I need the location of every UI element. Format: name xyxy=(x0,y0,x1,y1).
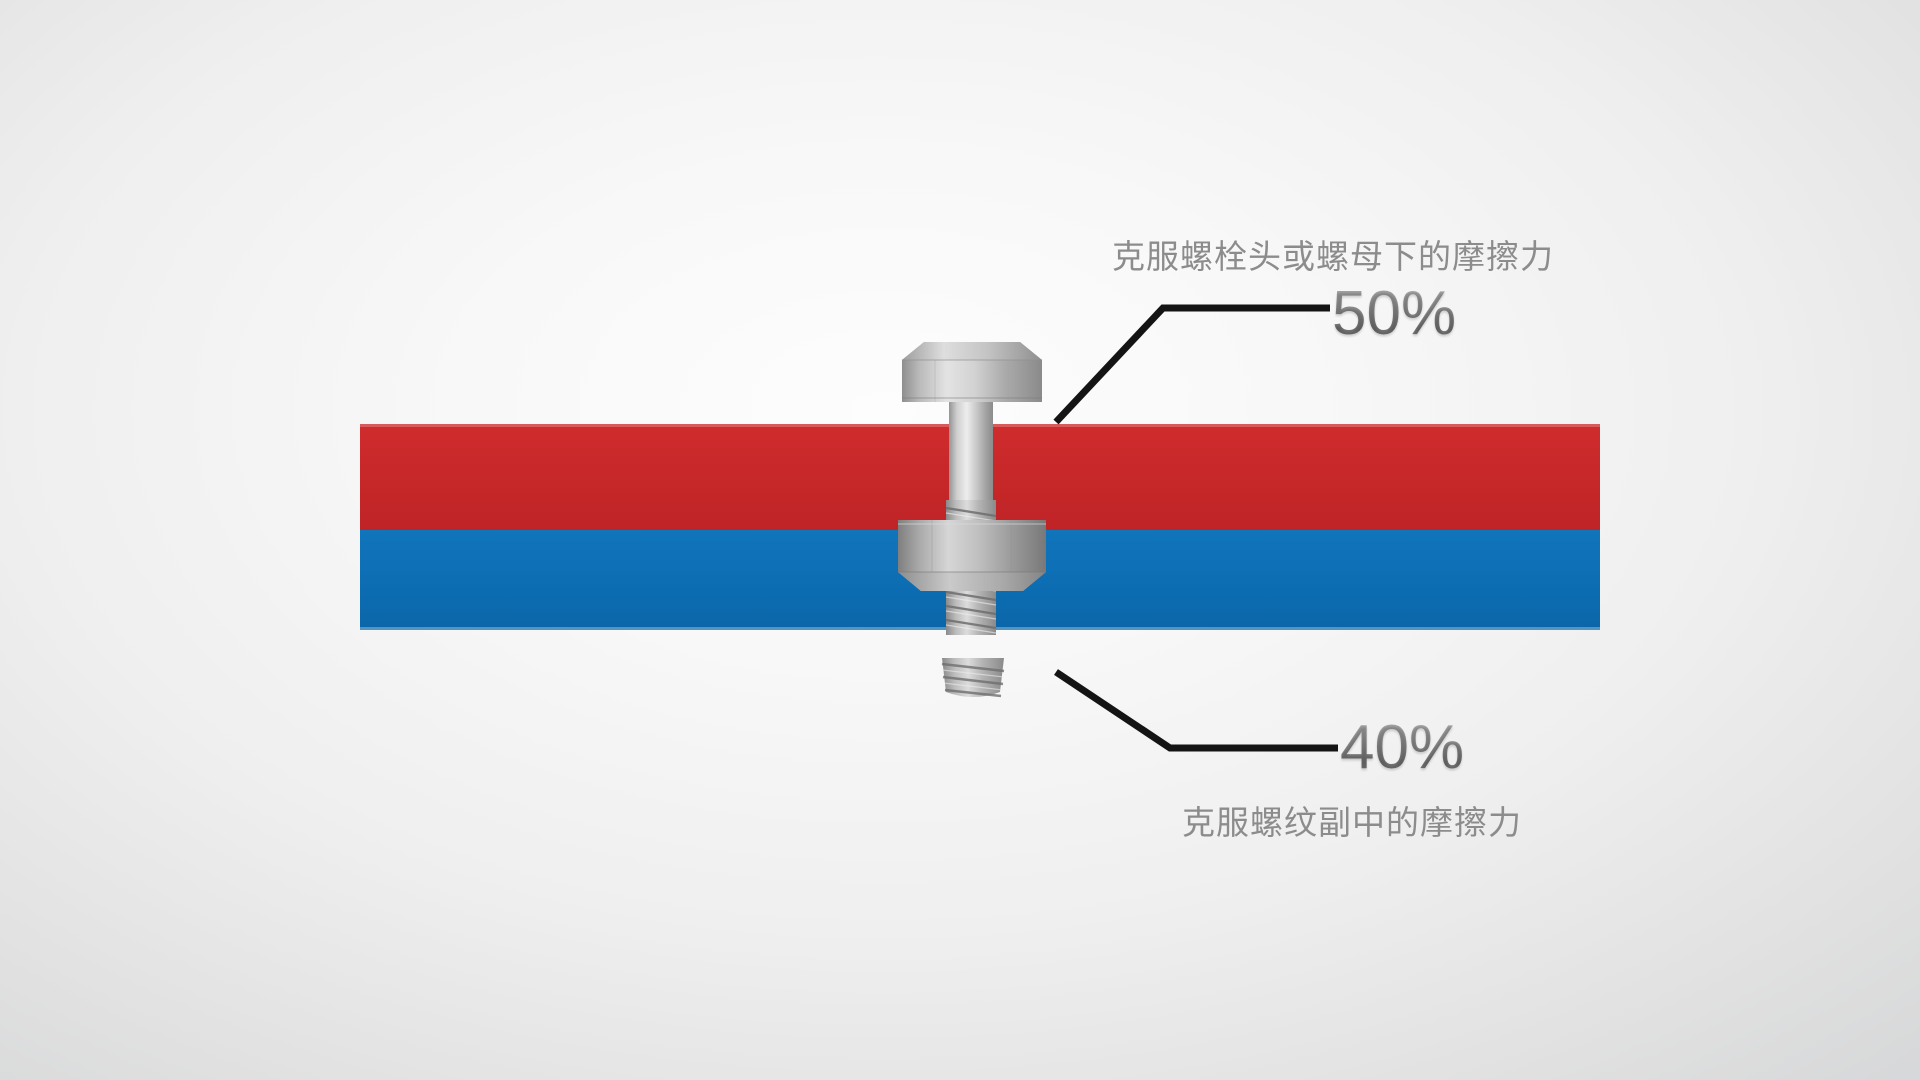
annotation-label-bolt-head-friction: 克服螺栓头或螺母下的摩擦力 xyxy=(1112,237,1554,276)
bolt-nut-assembly xyxy=(898,342,1046,698)
hex-bolt-head xyxy=(902,342,1042,402)
leader-line-top xyxy=(1053,304,1330,425)
hex-nut xyxy=(898,520,1046,591)
annotation-percent-bolt-head-friction: 50% xyxy=(1332,279,1457,348)
bolt-tail-threads xyxy=(941,658,1005,698)
annotation-percent-thread-friction: 40% xyxy=(1340,713,1465,782)
annotation-label-thread-friction: 克服螺纹副中的摩擦力 xyxy=(1182,803,1522,842)
leader-line-bottom xyxy=(1054,669,1338,752)
